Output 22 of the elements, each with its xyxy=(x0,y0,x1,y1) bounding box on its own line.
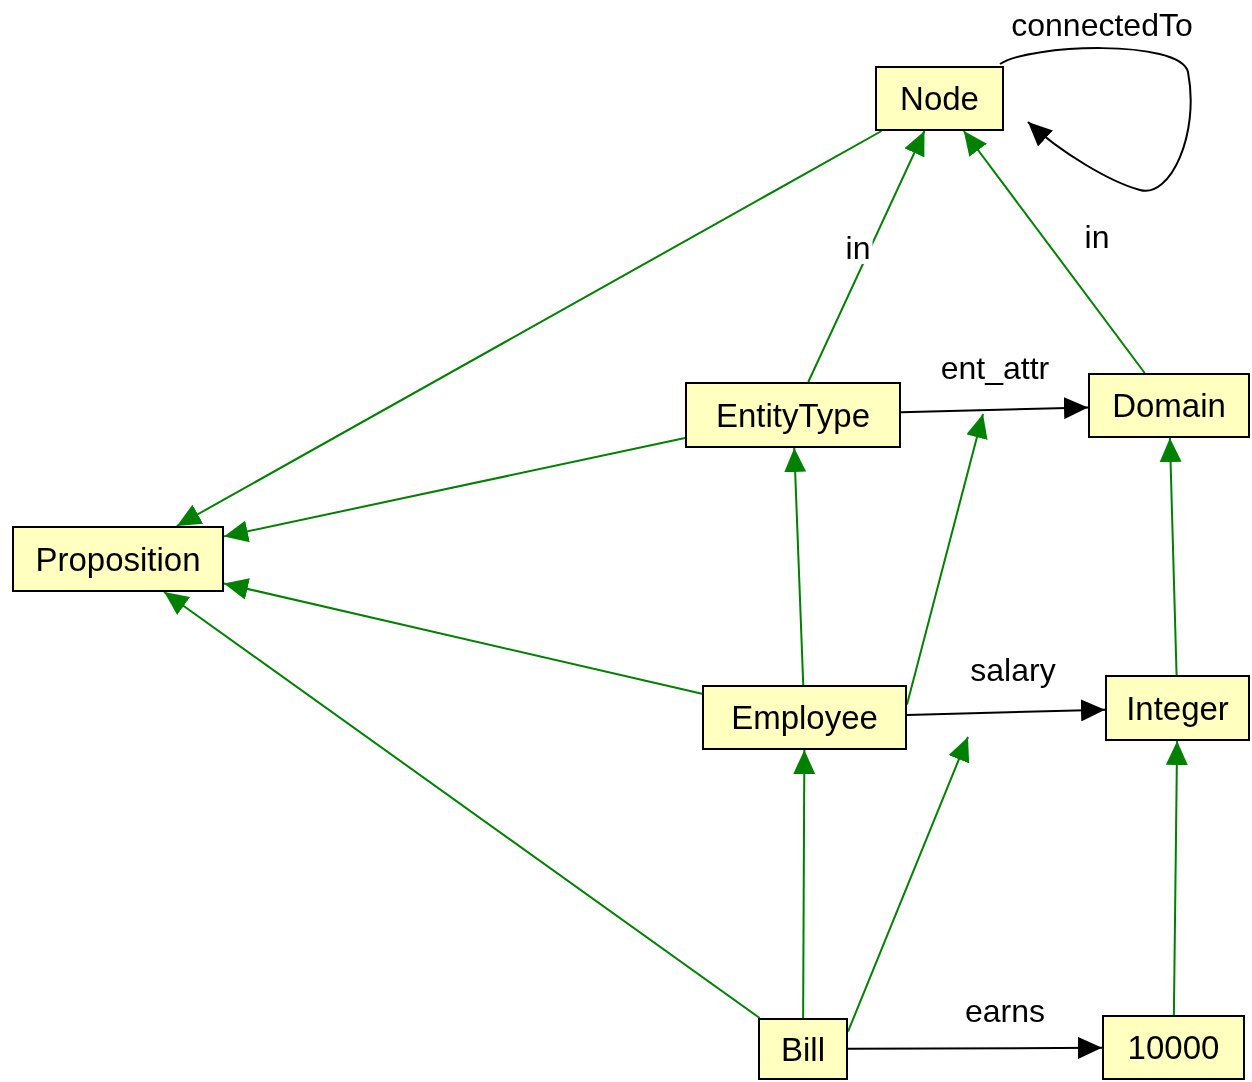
arrow xyxy=(906,699,1106,722)
arrow xyxy=(175,130,883,527)
arrow xyxy=(163,591,761,1019)
class-box: Integer xyxy=(1105,675,1250,741)
class-box: EntityType xyxy=(685,382,901,448)
class-box: Domain xyxy=(1088,373,1250,438)
class-box: Proposition xyxy=(12,526,224,592)
arrow xyxy=(793,749,816,1019)
class-box: Employee xyxy=(702,685,907,750)
class-box: Bill xyxy=(758,1018,848,1080)
arrow xyxy=(807,130,926,383)
arrow xyxy=(847,1036,1103,1059)
arrow xyxy=(784,447,807,686)
arrow xyxy=(1159,437,1182,676)
arrow xyxy=(962,130,1146,374)
class-box: Node xyxy=(875,66,1004,131)
arrow xyxy=(900,397,1089,420)
class-box: 10000 xyxy=(1102,1015,1245,1080)
arrow xyxy=(999,47,1192,192)
arrow xyxy=(223,437,686,543)
arrow xyxy=(223,578,703,695)
arrow xyxy=(1165,740,1188,1016)
